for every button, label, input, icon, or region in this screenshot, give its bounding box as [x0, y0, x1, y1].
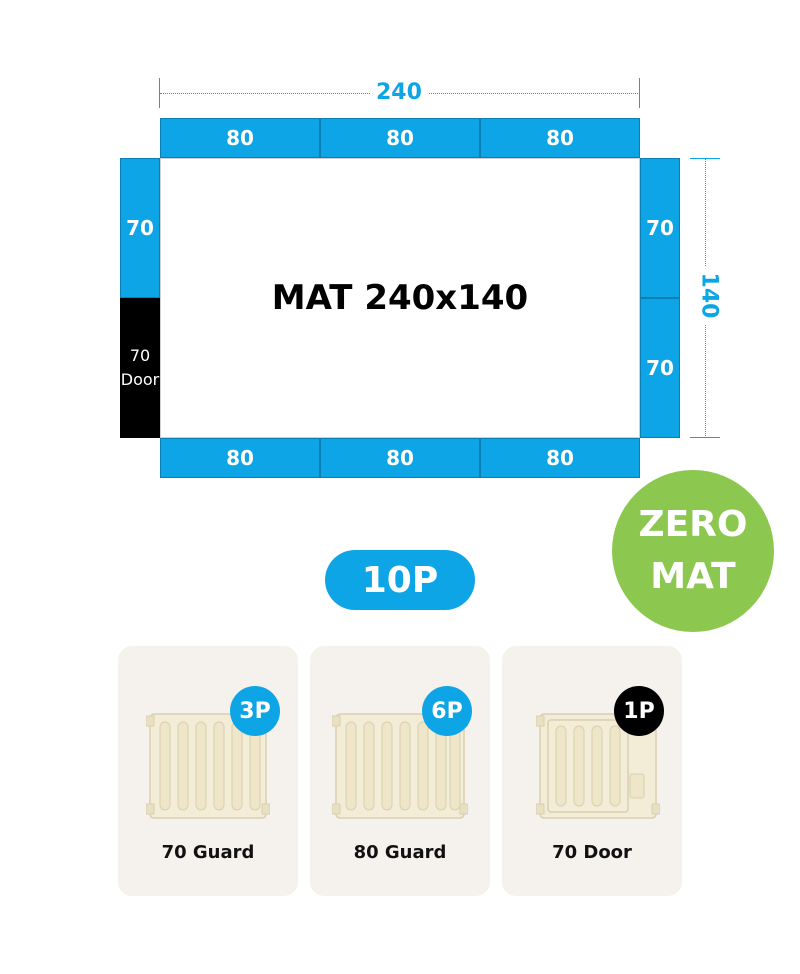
product-count-badge: 3P — [230, 686, 280, 736]
bottom-segment-2: 80 — [320, 438, 480, 478]
mat-label: MAT 240x140 — [271, 278, 529, 318]
top-segment-2: 80 — [320, 118, 480, 158]
right-segment-2: 70 — [640, 298, 680, 438]
bottom-segment-1: 80 — [160, 438, 320, 478]
height-dimension-label: 140 — [696, 266, 722, 325]
door-segment-value: 70 — [129, 346, 151, 365]
zero-mat-badge: ZERO MAT — [612, 470, 774, 632]
product-card-70-door: 1P 70 Door — [502, 646, 682, 896]
product-label: 70 Door — [552, 842, 632, 863]
right-segment-1: 70 — [640, 158, 680, 298]
zero-mat-line2: MAT — [650, 556, 736, 597]
product-card-80-guard: 6P 80 Guard — [310, 646, 490, 896]
left-segment: 70 — [120, 158, 160, 298]
total-count-badge: 10P — [325, 550, 475, 610]
zero-mat-line1: ZERO — [638, 504, 748, 545]
product-count-badge: 1P — [614, 686, 664, 736]
width-dimension-tick-left — [159, 78, 160, 108]
width-dimension-label: 240 — [370, 80, 428, 105]
product-card-70-guard: 3P 70 Guard — [118, 646, 298, 896]
mat-area: MAT 240x140 — [160, 158, 640, 438]
product-label: 70 Guard — [161, 842, 255, 863]
top-segment-3: 80 — [480, 118, 640, 158]
door-segment-word: Door — [120, 370, 160, 389]
product-count-badge: 6P — [422, 686, 472, 736]
product-label: 80 Guard — [353, 842, 447, 863]
bottom-segment-3: 80 — [480, 438, 640, 478]
top-segment-1: 80 — [160, 118, 320, 158]
door-segment: 70 Door — [120, 298, 160, 438]
